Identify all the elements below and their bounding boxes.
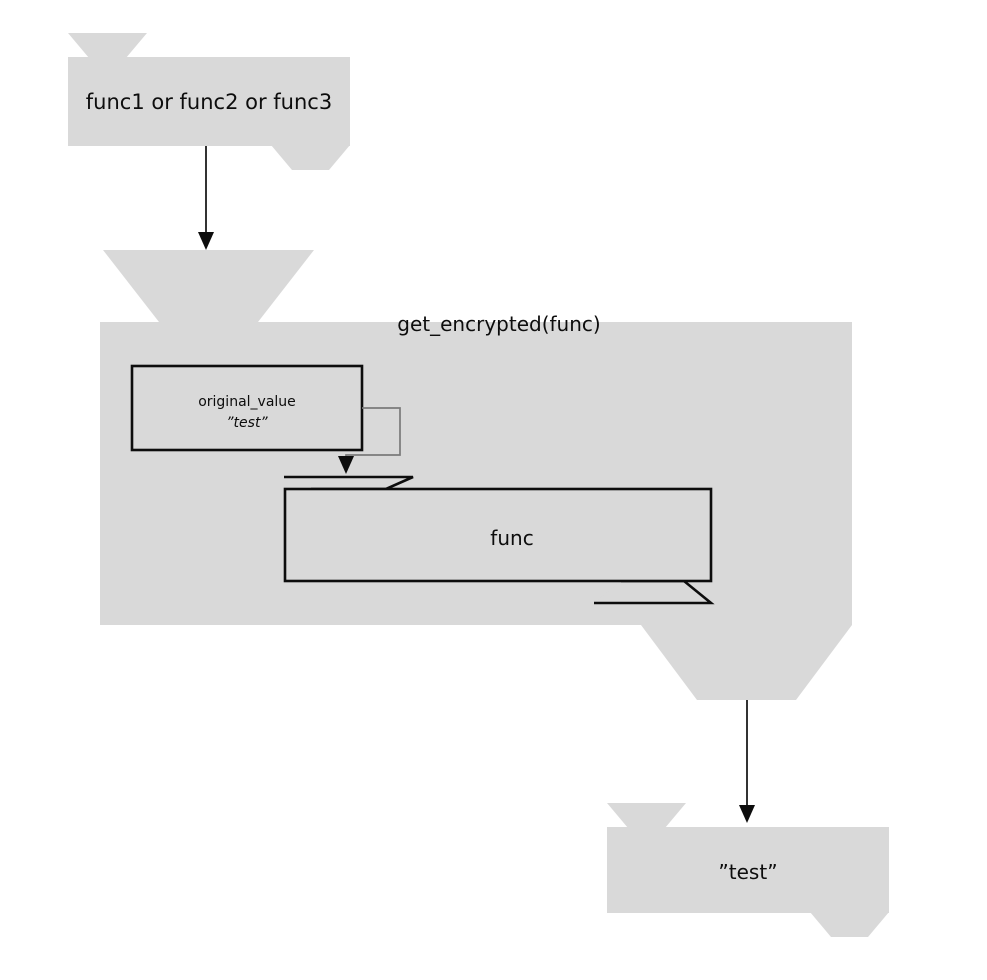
- edge-original-value-to-func: [338, 407, 401, 474]
- node-func-banner[interactable]: func: [283, 475, 715, 605]
- node-get-encrypted-banner[interactable]: get_encrypted(func): [100, 250, 852, 700]
- get-encrypted-label: get_encrypted(func): [397, 312, 600, 336]
- get-encrypted-tail-bottom-right: [641, 625, 852, 700]
- node-original-value-box[interactable]: original_value ”test”: [130, 364, 364, 452]
- func-tail-top-left-fill: [284, 477, 413, 489]
- func-label: func: [490, 526, 533, 550]
- func-tail-bottom-right-fill: [594, 581, 711, 603]
- input-banner-tail-top-left: [68, 33, 147, 58]
- input-banner-body: [68, 57, 350, 146]
- original-value-fill: [132, 366, 362, 450]
- original-value-value: ”test”: [226, 415, 268, 431]
- output-banner-body: [607, 827, 889, 913]
- node-output-banner[interactable]: ”test”: [607, 803, 889, 937]
- output-banner-tail-bottom-right: [810, 912, 889, 937]
- original-value-name: original_value: [198, 394, 296, 410]
- output-banner-label: ”test”: [718, 860, 777, 884]
- input-banner-label: func1 or func2 or func3: [86, 90, 332, 114]
- edge-input-to-get-encrypted: [198, 146, 214, 250]
- edge-original-value-arrowhead-icon: [338, 456, 354, 474]
- input-banner-tail-bottom-right: [271, 145, 350, 170]
- get-encrypted-tail-top-left: [103, 250, 314, 322]
- edge-get-encrypted-to-output: [739, 700, 755, 823]
- node-input-banner[interactable]: func1 or func2 or func3: [68, 33, 350, 170]
- edge-output-arrowhead-icon: [739, 805, 755, 823]
- func-body-border: [283, 487, 713, 583]
- func-body-fill: [285, 489, 711, 581]
- edge-input-arrowhead-icon: [198, 232, 214, 250]
- output-banner-tail-top-left: [607, 803, 686, 828]
